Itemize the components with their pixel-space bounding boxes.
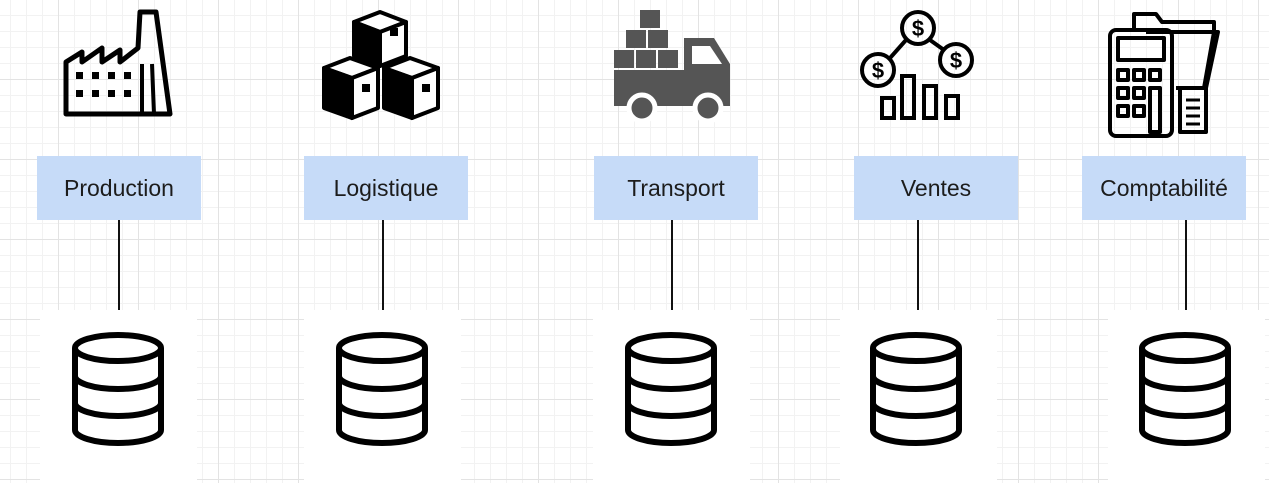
database-icon — [70, 330, 166, 448]
svg-text:$: $ — [912, 16, 924, 41]
ventes-db-tile — [840, 310, 997, 483]
logistique-db-tile — [304, 310, 461, 483]
logistique-label: Logistique — [304, 156, 468, 220]
production-db-tile — [40, 310, 197, 483]
comptabilite-db-tile — [1108, 310, 1265, 483]
database-icon — [1137, 330, 1233, 448]
comptabilite-label: Comptabilité — [1082, 156, 1246, 220]
production-connector — [118, 220, 120, 310]
ventes-label: Ventes — [854, 156, 1018, 220]
transport-label: Transport — [594, 156, 758, 220]
calculator-documents-icon — [1106, 8, 1222, 138]
production-label: Production — [37, 156, 201, 220]
boxes-icon — [322, 8, 440, 122]
factory-icon — [62, 8, 174, 118]
database-icon — [334, 330, 430, 448]
comptabilite-connector — [1185, 220, 1187, 310]
database-icon — [623, 330, 719, 448]
transport-db-tile — [593, 310, 750, 483]
delivery-truck-icon — [612, 8, 732, 124]
ventes-connector — [917, 220, 919, 310]
sales-finance-icon: $ $ $ — [858, 10, 978, 122]
svg-text:$: $ — [872, 58, 884, 83]
transport-connector — [671, 220, 673, 310]
database-icon — [868, 330, 964, 448]
logistique-connector — [382, 220, 384, 310]
svg-text:$: $ — [950, 48, 962, 73]
